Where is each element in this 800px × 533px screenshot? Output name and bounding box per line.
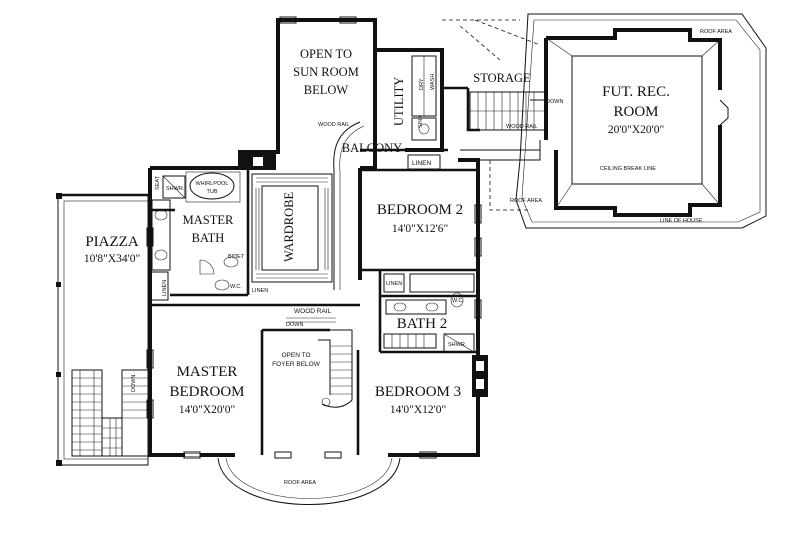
interior-walls [150, 168, 478, 455]
roof-area-top-label: ROOF AREA [700, 29, 732, 35]
wood-rail-balcony: WOOD RAIL [318, 122, 349, 128]
linen-bath2-label: LINEN [386, 281, 402, 287]
utility-fixtures [411, 55, 437, 141]
open-foyer-label-2: FOYER BELOW [272, 361, 321, 368]
foyer-stairs [286, 317, 353, 408]
bedroom2-dim: 14'0"X12'6" [392, 223, 448, 235]
wardrobe-label: WARDROBE [282, 191, 296, 262]
piazza-label: PIAZZA [85, 234, 138, 250]
shwr-master-label: SHWR. [166, 186, 185, 192]
linen-master-label-2: LINEN [252, 288, 268, 294]
master-bath-label-1: MASTER [183, 213, 234, 227]
seat-label: SEAT [155, 175, 161, 190]
future-rec-room-roof [515, 13, 767, 229]
piazza-stairs [71, 369, 149, 457]
linen-master-label-1: LINEN [162, 280, 168, 296]
roof-area-lines [442, 19, 541, 211]
windows [146, 16, 482, 459]
bedroom3-dim: 14'0"X12'0" [390, 404, 446, 416]
bedroom2-label: BEDROOM 2 [377, 202, 463, 218]
utility-label: UTILITY [392, 77, 406, 126]
dry-label: DRY [419, 78, 425, 90]
open-sunroom-label-3: BELOW [304, 83, 349, 97]
wash-label: WASH [430, 74, 436, 90]
piazza-dim: 10'8"X34'0" [84, 253, 140, 265]
master-bedroom-label-1: MASTER [177, 364, 238, 380]
whirlpool-label-2: TUB [207, 189, 218, 195]
wc-bath2-label: W.C. [452, 298, 464, 304]
fut-rec-dim: 20'0"X20'0" [608, 124, 664, 136]
balcony-label: BALCONY [342, 141, 402, 155]
wardrobe-shelves [255, 177, 329, 279]
open-sunroom-label-2: SUN ROOM [293, 65, 359, 79]
linen-balcony: LINEN [412, 160, 431, 167]
bedroom3-label: BEDROOM 3 [375, 384, 461, 400]
fut-rec-label-1: FUT. REC. [602, 84, 670, 100]
bidet-label: BIDET [228, 254, 245, 260]
master-bedroom-label-2: BEDROOM [169, 384, 244, 400]
wood-rail-mid-label: WOOD RAIL [294, 308, 332, 315]
master-bath-fixtures [149, 171, 241, 301]
master-bath-label-2: BATH [192, 231, 225, 245]
storage-stairs [442, 86, 547, 132]
roof-area-mid-label: ROOF AREA [510, 198, 542, 204]
bay-roof-arc [217, 457, 401, 505]
bath2-fixtures [383, 273, 475, 353]
wood-rail-top: WOOD RAIL [506, 124, 537, 130]
storage-label: STORAGE [473, 71, 531, 85]
wc-master-label: W.C. [230, 284, 242, 290]
whirlpool-label-1: WHIRLPOOL [195, 181, 228, 187]
room-labels: OPEN TO SUN ROOM BELOW UTILITY DRY WASH … [84, 29, 733, 486]
open-sunroom-label-1: OPEN TO [300, 47, 352, 61]
roof-area-bottom-label: ROOF AREA [284, 480, 316, 486]
balcony-rail [333, 121, 448, 290]
ceiling-break-label: CEILING BREAK LINE [600, 166, 656, 172]
open-foyer-label-1: OPEN TO [281, 352, 310, 359]
bath2-label: BATH 2 [397, 316, 447, 332]
fut-rec-label-2: ROOM [613, 104, 658, 120]
sink-label: SINK [418, 115, 424, 128]
down-stairs-top: DOWN [546, 99, 563, 105]
line-of-house-label: LINE OF HOUSE [660, 218, 703, 224]
master-bedroom-dim: 14'0"X20'0" [179, 404, 235, 416]
down-piazza-label: DOWN [131, 375, 137, 392]
down-mid-label: DOWN [286, 322, 303, 328]
shwr-bath2-label: SHWR. [448, 342, 467, 348]
